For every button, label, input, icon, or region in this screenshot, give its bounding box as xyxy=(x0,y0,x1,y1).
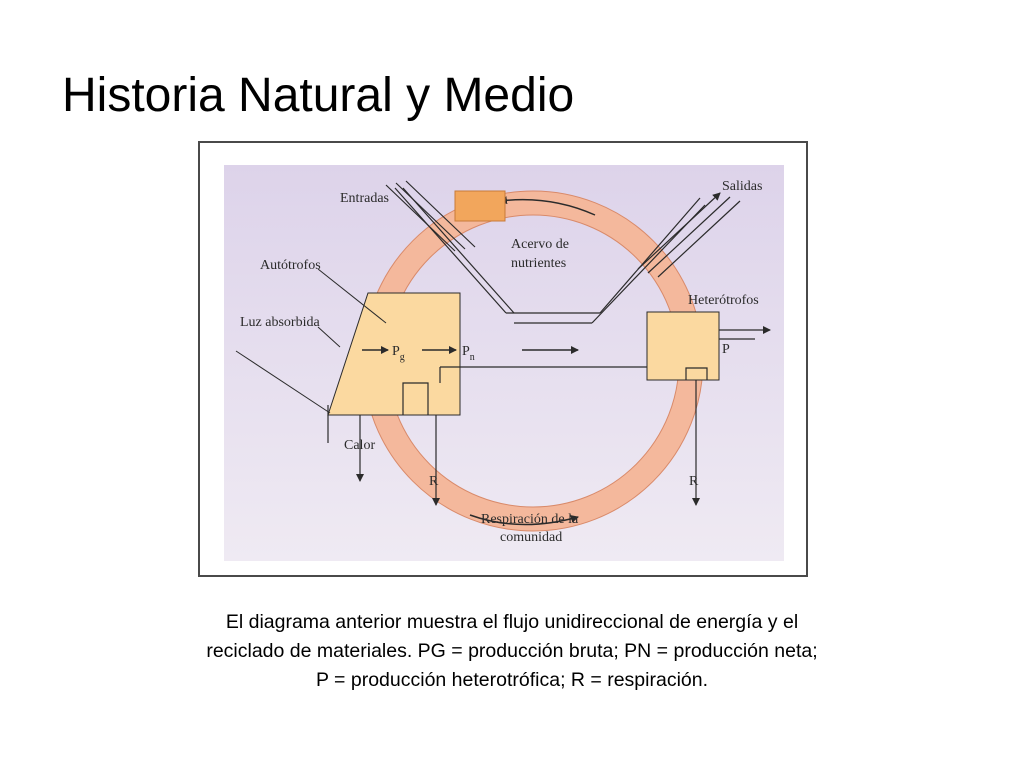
label-pg: Pg xyxy=(392,344,405,363)
nutrient-pool-box xyxy=(454,190,506,222)
ring-arrow-bottom xyxy=(469,514,579,526)
diagram-caption: El diagrama anterior muestra el flujo un… xyxy=(92,608,932,695)
label-r-right: R xyxy=(689,474,699,489)
label-heterotrofos: Heterótrofos xyxy=(688,293,759,308)
label-p: P xyxy=(722,342,730,357)
autotroph-box xyxy=(327,292,461,416)
caption-line-1: El diagrama anterior muestra el flujo un… xyxy=(225,611,799,633)
slide-title: Historia Natural y Medio xyxy=(62,69,575,122)
label-respiracion-1: Respiración de la xyxy=(481,512,579,527)
caption-line-2: reciclado de materiales. PG = producción… xyxy=(206,640,818,662)
label-respiracion-2: comunidad xyxy=(500,530,562,545)
label-entradas: Entradas xyxy=(340,191,389,206)
label-acervo-1: Acervo de xyxy=(511,237,569,252)
label-luz-absorbida: Luz absorbida xyxy=(240,315,320,330)
output-arrows xyxy=(637,192,741,278)
label-salidas: Salidas xyxy=(722,179,762,194)
input-arrows xyxy=(385,180,476,252)
label-acervo-2: nutrientes xyxy=(511,256,566,271)
label-pn: Pn xyxy=(462,344,475,363)
caption-line-3: P = producción heterotrófica; R = respir… xyxy=(315,669,709,691)
heterotroph-box xyxy=(646,311,720,381)
ring-arrow-top xyxy=(499,196,596,216)
label-calor: Calor xyxy=(344,438,375,453)
label-autotrofos: Autótrofos xyxy=(260,258,321,273)
label-r-left: R xyxy=(429,474,439,489)
energy-flow-diagram: Entradas Salidas Acervo de nutrientes Au… xyxy=(198,141,808,577)
